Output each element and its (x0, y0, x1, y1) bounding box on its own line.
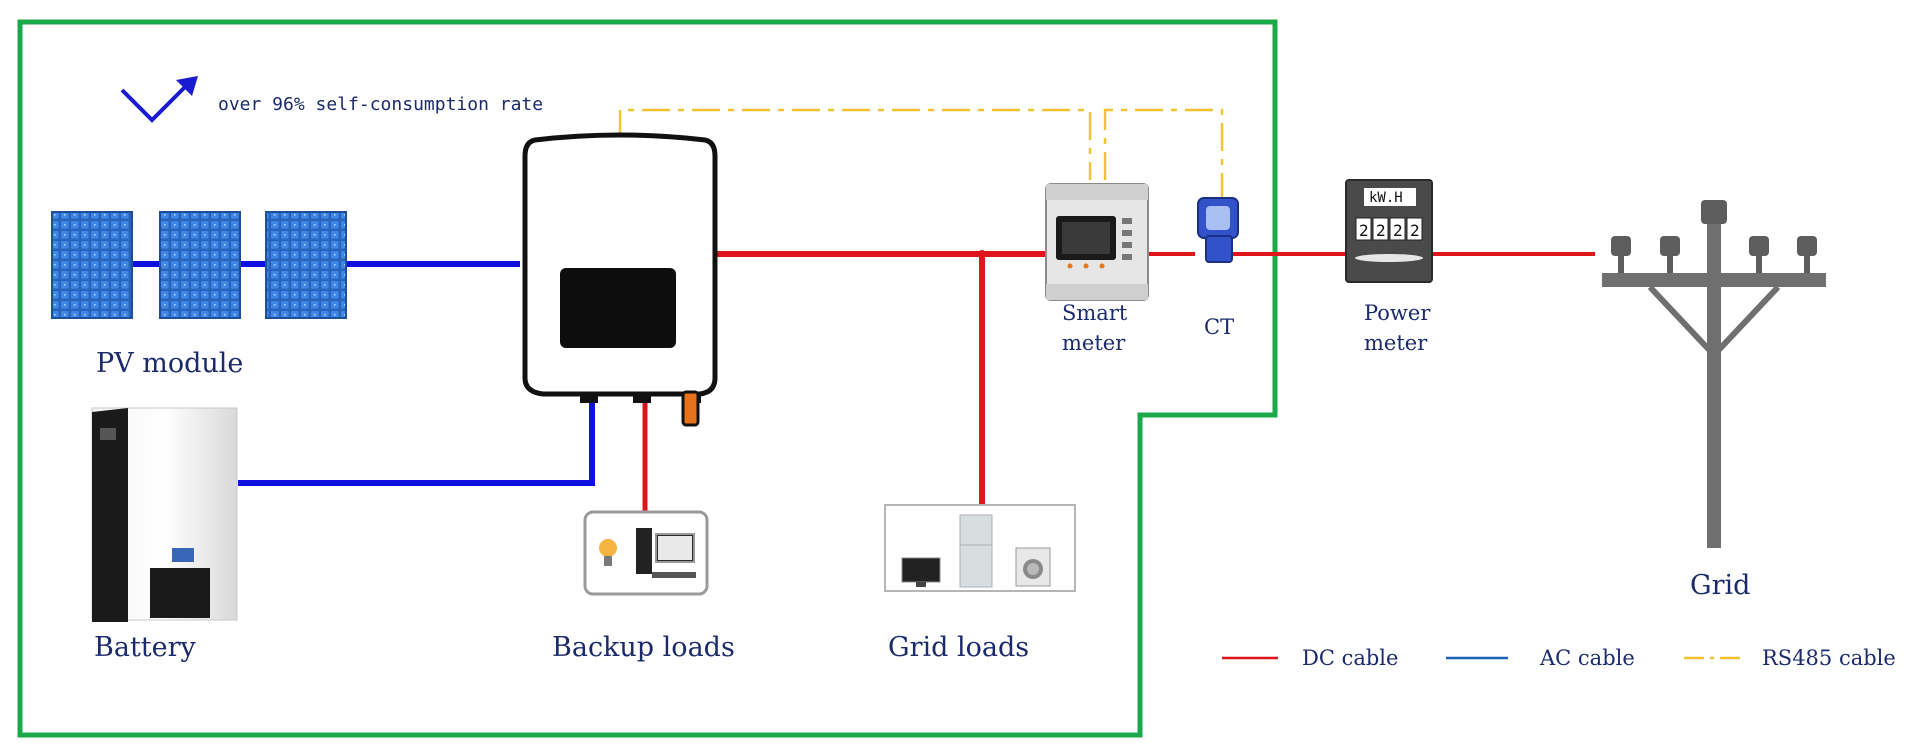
smart-meter-label-line1: Smart (1062, 301, 1128, 325)
pv-array (51, 211, 347, 319)
power-meter-digit: 2 (1410, 221, 1420, 240)
backup-loads-label: Backup loads (552, 632, 735, 663)
red-power-lines (642, 250, 1595, 515)
power-meter-label-line2: meter (1364, 331, 1428, 355)
rs485-cable (618, 108, 1224, 210)
inverter-icon (522, 132, 718, 427)
solar-panel-icon (159, 211, 241, 319)
power-meter-digit: 2 (1376, 221, 1386, 240)
smart-meter-label-line2: meter (1062, 331, 1126, 355)
grid-loads-label: Grid loads (888, 632, 1029, 663)
power-meter-digit: 2 (1359, 221, 1369, 240)
ct-label: CT (1204, 315, 1234, 339)
power-meter-unit: kW.H (1369, 190, 1403, 206)
backup-loads-box (583, 510, 709, 596)
smart-meter-icon (1045, 183, 1149, 301)
desktop-computer-icon (636, 528, 696, 578)
solar-panel-icon (51, 211, 133, 319)
pv-module-label: PV module (96, 348, 243, 379)
power-meter-digit: 2 (1393, 221, 1403, 240)
trend-up-arrow-icon (120, 76, 198, 123)
tagline: over 96% self-consumption rate (218, 94, 543, 115)
legend-label-dc: DC cable (1302, 646, 1398, 670)
current-transformer-icon (1197, 197, 1239, 263)
grid-loads-box (884, 504, 1076, 592)
solar-panel-icon (265, 211, 347, 319)
light-bulb-icon (599, 539, 617, 566)
washing-machine-icon (1015, 547, 1051, 587)
utility-pole-icon (1602, 200, 1826, 548)
system-boundary (17, 19, 1278, 738)
legend: DC cable AC cable RS485 cable (1222, 646, 1896, 670)
grid-label: Grid (1690, 570, 1750, 601)
refrigerator-icon (959, 514, 993, 588)
legend-label-rs485: RS485 cable (1762, 646, 1896, 670)
battery-cabinet-icon (91, 407, 238, 622)
power-meter-label-line1: Power (1364, 301, 1431, 325)
tv-icon (901, 557, 941, 587)
battery-label: Battery (94, 632, 197, 663)
power-meter-digits: 2 2 2 2 (1355, 217, 1423, 241)
legend-label-ac: AC cable (1539, 646, 1635, 670)
power-meter-icon: kW.H 2 2 2 2 (1345, 179, 1433, 283)
